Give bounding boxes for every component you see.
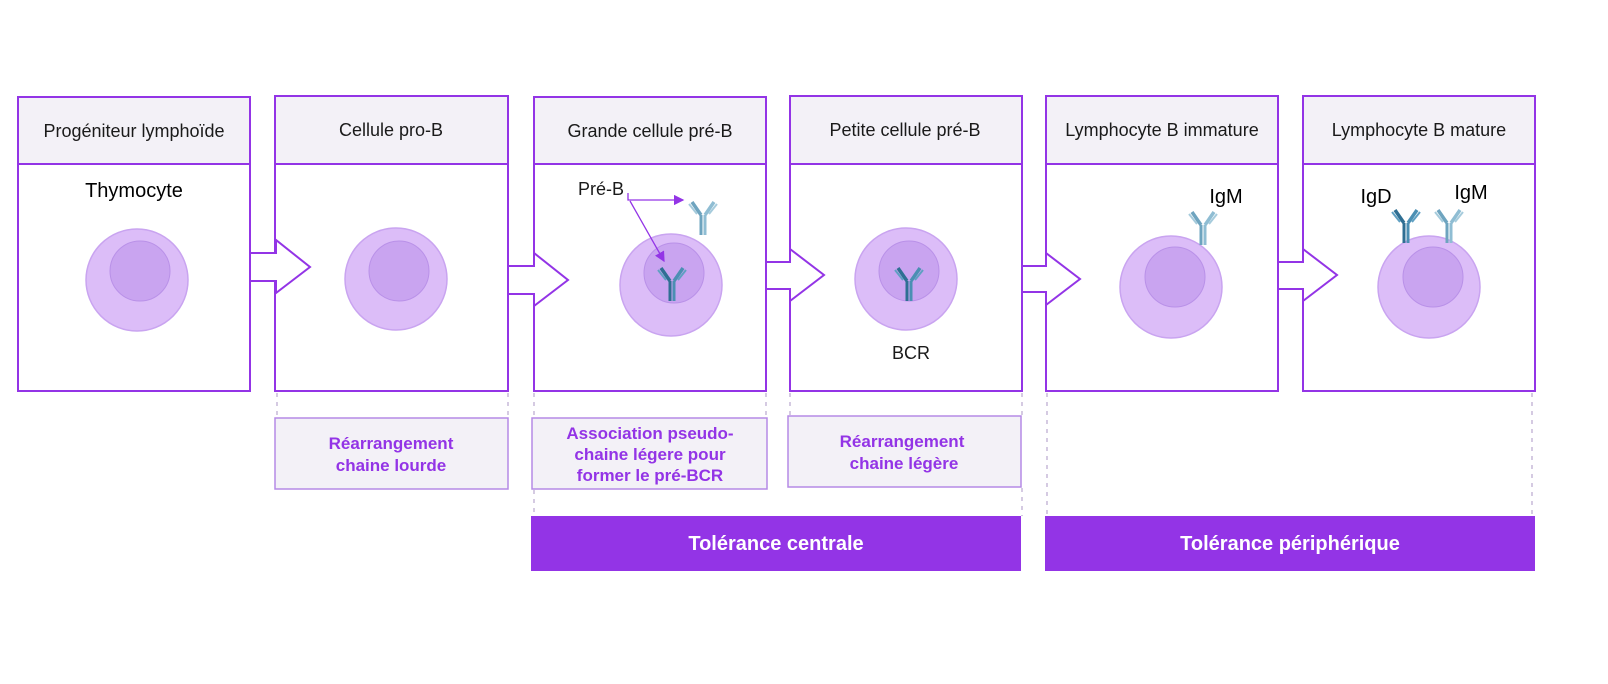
- stage-small-pre-b: Petite cellule pré-B BCR: [789, 95, 1023, 392]
- cell-nucleus: [878, 240, 940, 302]
- cell-nucleus: [1402, 246, 1464, 308]
- step-line: Association pseudo-: [566, 424, 733, 443]
- stage-large-pre-b-title: Grande cellule pré-B: [567, 121, 732, 141]
- cell-nucleus: [1144, 246, 1206, 308]
- stage-progenitor-header: [17, 96, 251, 165]
- stage-immature-b-header: [1045, 95, 1279, 165]
- step-rearrangement-light: Réarrangement chaine légère: [787, 415, 1022, 488]
- pointer-arrow: [629, 200, 665, 263]
- step-line: Réarrangement: [840, 432, 965, 451]
- band-label: Tolérance périphérique: [1180, 533, 1400, 555]
- stage-large-pre-b: Grande cellule pré-B Pré-B: [533, 96, 767, 392]
- step-line: Réarrangement: [329, 434, 454, 453]
- stage-mature-b-header: [1302, 95, 1536, 165]
- guide-lines: [276, 393, 1533, 516]
- step-line: chaine légère: [850, 454, 959, 473]
- pre-b-label: Pré-B: [578, 179, 624, 199]
- stage-immature-b: Lymphocyte B immature IgM: [1045, 95, 1279, 392]
- step-pseudo-light-chain: Association pseudo- chaine légere pour f…: [531, 417, 768, 490]
- igm-label: IgM: [1454, 182, 1487, 204]
- arrow-right-icon: [509, 250, 570, 309]
- step-line: chaine lourde: [336, 456, 447, 475]
- stage-pro-b: Cellule pro-B: [274, 95, 509, 392]
- cell-nucleus: [368, 240, 430, 302]
- stage-pro-b-title: Cellule pro-B: [339, 120, 443, 140]
- igd-label: IgD: [1360, 186, 1391, 208]
- arrow-right-icon: [767, 246, 826, 304]
- step-line: former le pré-BCR: [577, 466, 723, 485]
- step-line: chaine légere pour: [574, 445, 726, 464]
- stage-pro-b-header: [274, 95, 509, 165]
- band-central-tolerance: Tolérance centrale: [531, 516, 1021, 571]
- igm-label: IgM: [1209, 186, 1242, 208]
- stage-mature-b-title: Lymphocyte B mature: [1332, 120, 1506, 140]
- stage-immature-b-title: Lymphocyte B immature: [1065, 120, 1258, 140]
- stage-small-pre-b-header: [789, 95, 1023, 165]
- stage-small-pre-b-title: Petite cellule pré-B: [829, 120, 980, 140]
- bcr-label: BCR: [892, 343, 930, 363]
- step-rearrangement-heavy: Réarrangement chaine lourde: [274, 417, 509, 490]
- transition-arrows: [251, 237, 1339, 309]
- band-peripheral-tolerance: Tolérance périphérique: [1045, 516, 1535, 571]
- cell-nucleus: [109, 240, 171, 302]
- stage-large-pre-b-header: [533, 96, 767, 165]
- thymocyte-label: Thymocyte: [85, 180, 183, 202]
- arrow-right-icon: [1279, 246, 1339, 304]
- stage-progenitor-title: Progéniteur lymphoïde: [43, 121, 224, 141]
- arrow-right-icon: [251, 237, 312, 296]
- arrow-right-icon: [1023, 250, 1082, 308]
- stage-progenitor: Progéniteur lymphoïde Thymocyte: [17, 96, 251, 392]
- pointer-arrow: [627, 193, 685, 206]
- band-label: Tolérance centrale: [688, 533, 863, 555]
- stage-mature-b: Lymphocyte B mature IgD IgM: [1302, 95, 1536, 392]
